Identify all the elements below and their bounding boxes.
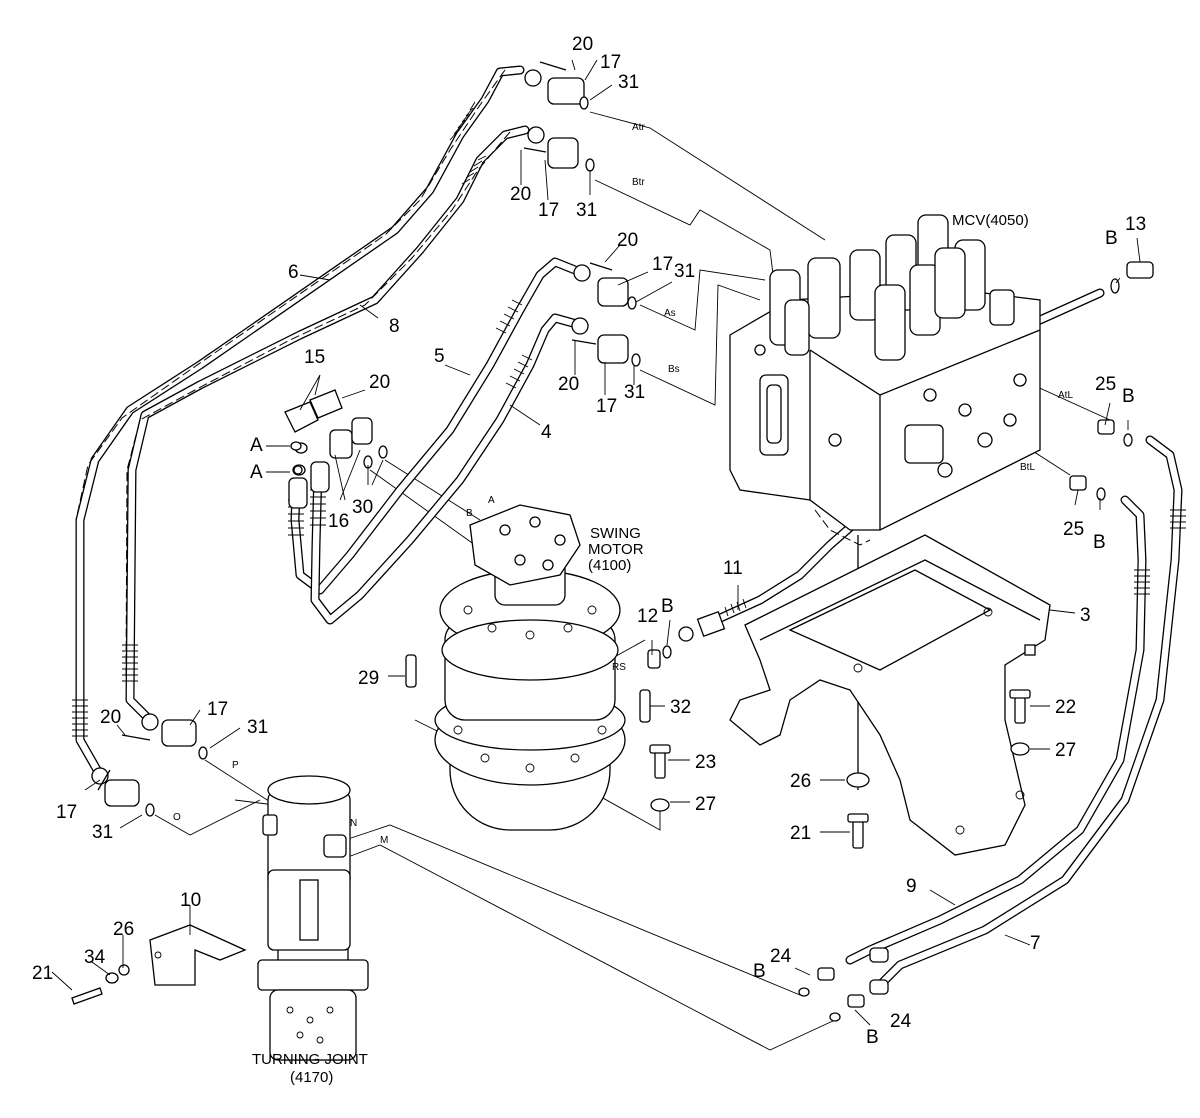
- callout-20: 20: [100, 707, 121, 728]
- callout-9: 9: [906, 876, 917, 897]
- turning-joint-4170: [257, 775, 369, 1061]
- callout-5: 5: [434, 346, 445, 367]
- callout-17: 17: [600, 52, 621, 73]
- callout-20: 20: [617, 230, 638, 251]
- port-bs: Bs: [668, 364, 680, 375]
- callout-4: 4: [541, 422, 552, 443]
- callout-20: 20: [369, 372, 390, 393]
- callout-27: 27: [1055, 740, 1076, 761]
- callout-6: 6: [288, 262, 299, 283]
- callout-31: 31: [247, 717, 268, 738]
- hose-8: [125, 125, 530, 725]
- callout-26: 26: [790, 771, 811, 792]
- leader-lines: [51, 59, 1141, 1026]
- port-n: N: [350, 818, 357, 829]
- callout-10: 10: [180, 890, 201, 911]
- callout-16: 16: [328, 511, 349, 532]
- port-rs: RS: [612, 662, 626, 673]
- callout-15: 15: [304, 347, 325, 368]
- port-o: O: [173, 812, 181, 823]
- hose-sleeves: [72, 101, 487, 737]
- callout-11: 11: [723, 558, 743, 579]
- marker-b: B: [753, 961, 766, 982]
- callout-12: 12: [637, 606, 658, 627]
- small-parts: [71, 261, 1154, 1022]
- callout-13: 13: [1125, 214, 1146, 235]
- callout-17: 17: [596, 396, 617, 417]
- marker-b: B: [866, 1027, 879, 1048]
- mcv-label: MCV(4050): [952, 212, 1029, 229]
- callout-31: 31: [674, 261, 695, 282]
- callout-23: 23: [695, 752, 716, 773]
- callout-25: 25: [1095, 374, 1116, 395]
- component-labels: MCV(4050) SWING MOTOR (4100) TURNING JOI…: [252, 212, 1029, 1086]
- callout-numbers: 20 17 31 20 17 31 20 17 31 20 17 31 6 8 …: [32, 34, 1146, 1032]
- port-atl: AtL: [1058, 390, 1073, 401]
- callout-17: 17: [207, 699, 228, 720]
- port-p: P: [232, 760, 239, 771]
- callout-8: 8: [389, 316, 400, 337]
- callout-21: 21: [790, 823, 811, 844]
- marker-b: B: [1122, 386, 1135, 407]
- marker-a: A: [250, 435, 263, 456]
- callout-31: 31: [624, 382, 645, 403]
- marker-b: B: [661, 596, 674, 617]
- marker-b: B: [1105, 228, 1118, 249]
- callout-20: 20: [510, 184, 531, 205]
- callout-17: 17: [56, 802, 77, 823]
- callout-17: 17: [652, 254, 673, 275]
- callout-31: 31: [576, 200, 597, 221]
- marker-a: A: [250, 462, 263, 483]
- callout-31: 31: [618, 72, 639, 93]
- swing-motor-label-2: MOTOR: [588, 541, 644, 558]
- port-atr: Atr: [632, 122, 645, 133]
- callout-30: 30: [352, 497, 373, 518]
- marker-b: B: [1093, 532, 1106, 553]
- bracket-3: [729, 534, 1051, 856]
- swing-motor-4100: [434, 504, 626, 831]
- port-btl: BtL: [1020, 462, 1035, 473]
- callout-20: 20: [558, 374, 579, 395]
- callout-7: 7: [1030, 933, 1041, 954]
- callout-24: 24: [770, 946, 792, 967]
- hose-7: [875, 435, 1183, 990]
- hose-11: [678, 505, 875, 642]
- flange-parts: [91, 61, 641, 817]
- hose-5: [290, 257, 585, 595]
- callout-27: 27: [695, 794, 716, 815]
- port-b: B: [466, 508, 473, 519]
- callout-29: 29: [358, 668, 379, 689]
- callout-3: 3: [1080, 605, 1091, 626]
- port-m: M: [380, 835, 388, 846]
- swing-motor-label-3: (4100): [588, 557, 631, 574]
- swing-motor-label-1: SWING: [590, 525, 641, 542]
- port-labels: Atr Btr As Bs AtL BtL A B RS P O N M: [173, 122, 1073, 846]
- hose-6: [75, 65, 525, 780]
- turning-joint-label-2: (4170): [290, 1069, 333, 1086]
- letter-markers: A A B B B B B B: [250, 228, 1135, 1048]
- callout-20: 20: [572, 34, 593, 55]
- port-as: As: [664, 308, 676, 319]
- callout-25: 25: [1063, 519, 1084, 540]
- hose-4-5-sleeves: [288, 299, 533, 536]
- callout-17: 17: [538, 200, 559, 221]
- callout-26: 26: [113, 919, 134, 940]
- mcv-4050: [729, 214, 1041, 546]
- port-a: A: [488, 495, 495, 506]
- callout-34: 34: [84, 947, 106, 968]
- callout-31: 31: [92, 822, 113, 843]
- hose-4: [310, 313, 585, 625]
- callout-24: 24: [890, 1011, 912, 1032]
- hose-9: [845, 495, 1147, 965]
- port-btr: Btr: [632, 177, 645, 188]
- callout-22: 22: [1055, 697, 1076, 718]
- bracket-10: [149, 924, 247, 986]
- fittings-15-16: [284, 389, 388, 509]
- hose-13-line: [1035, 288, 1105, 325]
- callout-32: 32: [670, 697, 691, 718]
- turning-joint-label-1: TURNING JOINT: [252, 1051, 368, 1068]
- hose-7-9-sleeves: [1134, 509, 1186, 595]
- callout-21: 21: [32, 963, 53, 984]
